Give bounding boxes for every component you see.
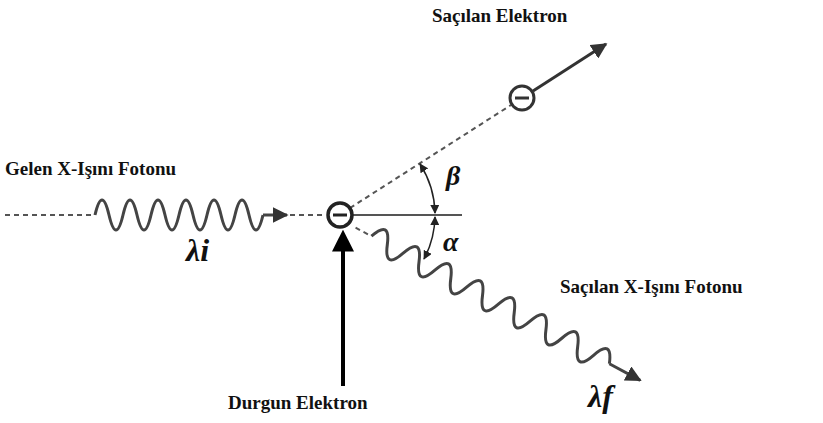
electron-symbol — [328, 203, 352, 227]
electron-arrow — [533, 44, 606, 91]
angle-label: α — [443, 226, 459, 258]
angle-arc — [424, 217, 435, 259]
electron-path — [350, 105, 511, 208]
reference-line — [353, 214, 462, 216]
part-label: Saçılan Elektron — [432, 5, 567, 27]
pointer-arrow — [341, 234, 345, 386]
part-label: Saçılan X-Işını Fotonu — [560, 276, 743, 298]
wavelength-label: λf — [588, 378, 613, 415]
photon-arrow — [263, 214, 287, 217]
angle-arc — [420, 164, 435, 213]
photon-path — [290, 214, 326, 216]
part-label: Durgun Elektron — [228, 392, 368, 414]
photon-wave — [95, 200, 263, 230]
part-label: Gelen X-Işını Fotonu — [5, 158, 176, 180]
photon-path — [5, 214, 93, 216]
electron-symbol — [510, 86, 534, 110]
angle-label: β — [446, 160, 460, 192]
wavelength-label: λi — [186, 232, 209, 269]
scattered-photon — [350, 217, 646, 391]
